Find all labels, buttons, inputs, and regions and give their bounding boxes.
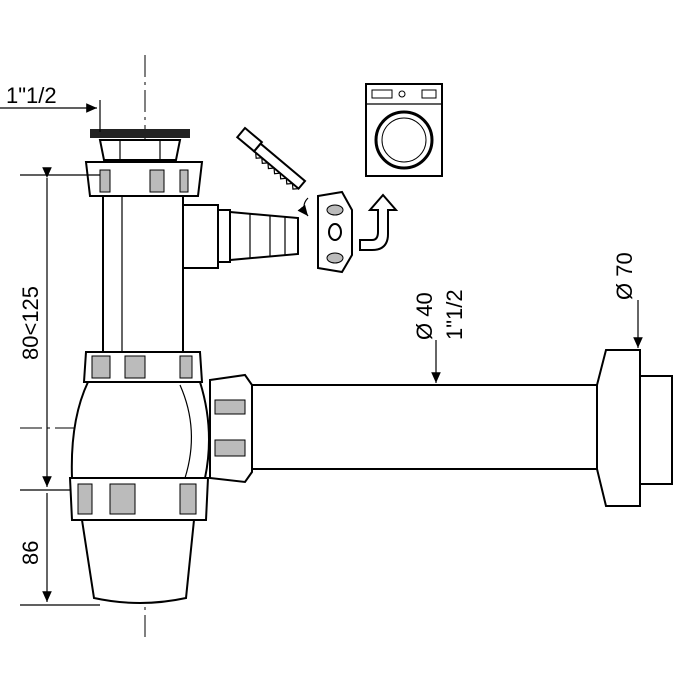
washing-machine-icon <box>365 83 443 177</box>
pipe-diameter-label: Ø 40 <box>412 292 437 340</box>
wall-pipe-extension <box>639 375 673 485</box>
middle-nut <box>82 351 204 383</box>
end-cap <box>317 190 353 274</box>
top-nut <box>84 161 204 197</box>
lower-ring <box>68 477 210 521</box>
saw-icon <box>235 126 307 191</box>
inlet-thread-label: 1"1/2 <box>6 83 57 108</box>
outlet-pipe <box>251 384 598 470</box>
outlet-diameter-label: Ø 70 <box>612 252 637 300</box>
sink-plug <box>90 129 190 161</box>
bottom-height-label: 86 <box>18 541 43 565</box>
outlet-nut <box>209 373 253 484</box>
side-inlet <box>182 204 299 269</box>
cut-arrow-icon <box>297 197 309 217</box>
height-adjust-label: 80<125 <box>18 286 43 360</box>
bottom-cup <box>80 519 196 604</box>
pipe-thread-label: 1"1/2 <box>442 289 467 340</box>
wall-flange <box>596 349 641 507</box>
install-arrow-icon <box>359 193 399 251</box>
vertical-tube <box>102 195 184 353</box>
